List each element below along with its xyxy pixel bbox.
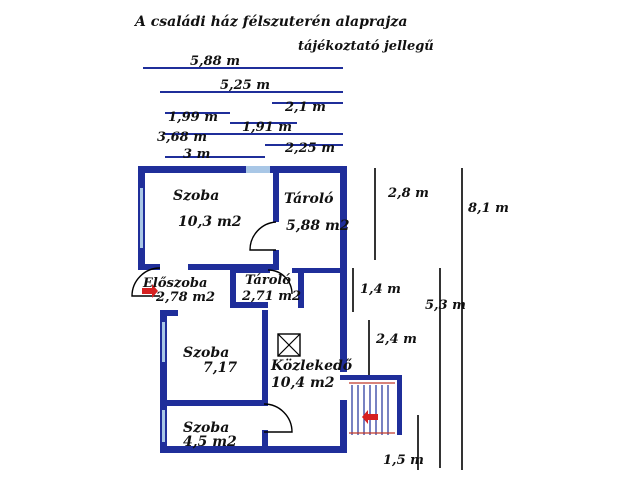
dim-label-1-91: 1,91 m — [242, 120, 292, 135]
room-area-szoba-1: 10,3 m2 — [178, 214, 242, 230]
room-labels: Szoba 10,3 m2 Tároló 5,88 m2 Előszoba 2,… — [142, 188, 353, 450]
stair-arrow-icon — [362, 410, 378, 424]
door-arc-storage — [249, 221, 277, 251]
room-area-eloszoba: 2,78 m2 — [155, 290, 215, 305]
door-arc-storage2 — [267, 269, 293, 295]
vdim-label-2-8: 2,8 m — [387, 186, 429, 201]
plan-title: A családi ház félszuterén alaprajza — [133, 14, 407, 30]
room-name-szoba-1: Szoba — [173, 188, 219, 204]
doors — [131, 221, 293, 433]
dim-label-5-88: 5,88 m — [190, 54, 240, 69]
vdim-label-5-3: 5,3 m — [425, 298, 466, 313]
dim-label-5-25: 5,25 m — [220, 78, 270, 93]
room-name-szoba-2: Szoba — [183, 345, 229, 361]
dim-label-2-25: 2,25 m — [284, 141, 335, 156]
staircase — [347, 380, 397, 435]
room-area-szoba-2: 7,17 — [203, 360, 237, 376]
window-left-upper — [140, 188, 143, 248]
room-area-tarolo-1: 5,88 m2 — [286, 218, 350, 234]
window-top — [246, 166, 270, 173]
room-name-eloszoba: Előszoba — [142, 276, 207, 291]
vdim-label-2-4: 2,4 m — [375, 332, 417, 347]
dim-label-3: 3 m — [183, 147, 210, 162]
room-area-szoba-3: 4,5 m2 — [183, 434, 237, 450]
plan-subtitle: tájékoztató jellegű — [298, 39, 434, 54]
door-arc-lower — [263, 403, 293, 433]
room-name-tarolo-2: Tároló — [245, 273, 291, 288]
windows — [140, 166, 270, 442]
room-name-kozlekedo: Közlekedő — [270, 358, 353, 374]
vdim-label-8-1: 8,1 m — [468, 201, 509, 216]
room-area-kozlekedo: 10,4 m2 — [271, 375, 335, 391]
dim-label-1-99: 1,99 m — [168, 110, 218, 125]
vdim-label-1-4: 1,4 m — [360, 282, 401, 297]
entry-arrow-icon — [142, 284, 158, 298]
window-bottom-left — [162, 410, 165, 442]
door-arc-entrance — [131, 267, 161, 297]
right-dimensions: 2,8 m 8,1 m 1,4 m 5,3 m 2,4 m 1,5 m — [352, 168, 509, 470]
room-name-tarolo-1: Tároló — [284, 191, 334, 207]
shaft-icon — [277, 333, 301, 357]
dim-label-2-1: 2,1 m — [284, 100, 326, 115]
room-name-szoba-3: Szoba — [183, 420, 229, 436]
window-left-lower — [162, 322, 165, 362]
top-dimensions: 5,88 m 5,25 m 2,1 m 1,99 m 1,91 m 3,68 m… — [143, 54, 343, 162]
dim-label-3-68: 3,68 m — [157, 130, 207, 145]
room-area-tarolo-2: 2,71 m2 — [241, 289, 301, 304]
vdim-label-1-5: 1,5 m — [383, 453, 424, 468]
